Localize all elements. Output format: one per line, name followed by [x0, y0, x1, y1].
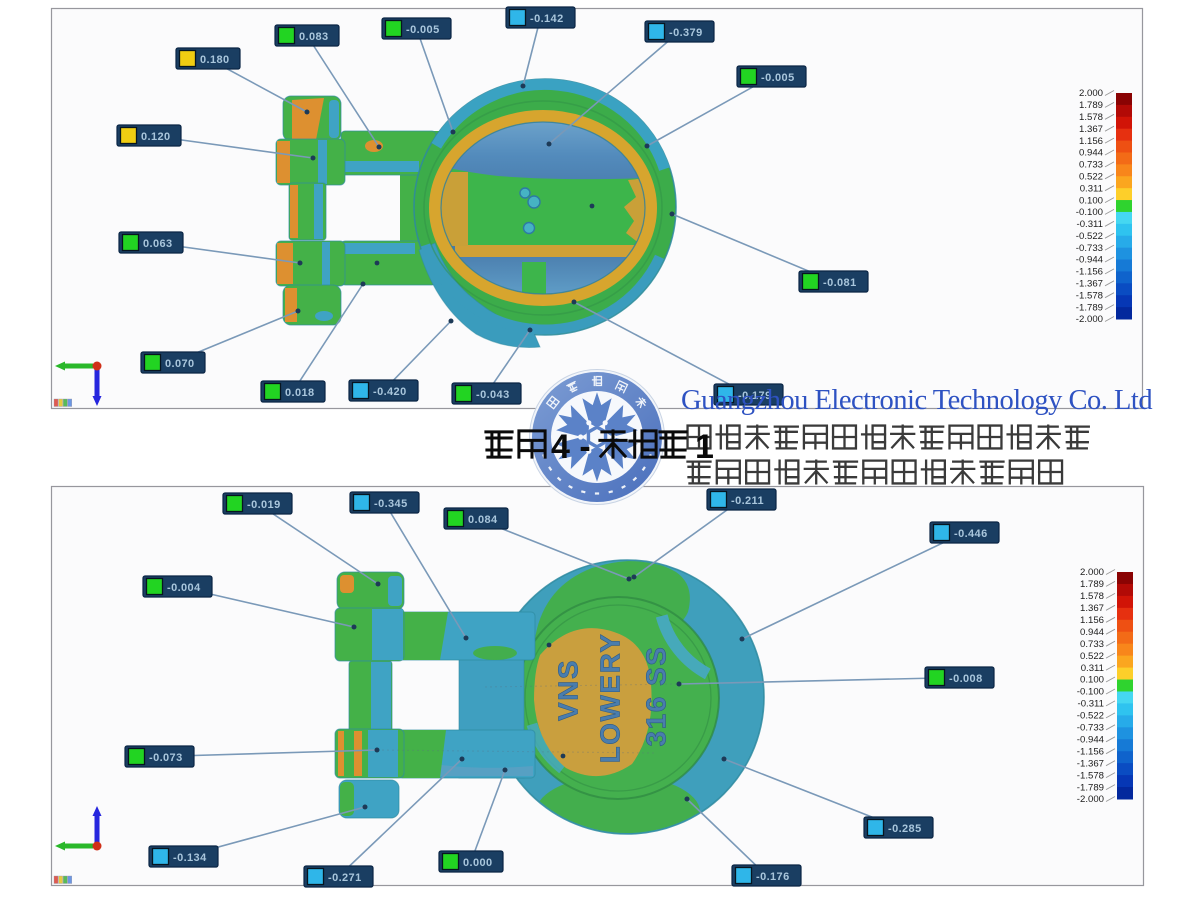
svg-text:4 -: 4 -	[551, 428, 591, 466]
svg-text:0.522: 0.522	[1079, 172, 1103, 183]
svg-text:-0.285: -0.285	[888, 823, 922, 835]
svg-text:-0.733: -0.733	[1076, 243, 1103, 254]
svg-text:-0.379: -0.379	[669, 27, 703, 39]
svg-text:-0.179: -0.179	[738, 390, 772, 402]
svg-text:-0.271: -0.271	[328, 872, 362, 884]
svg-text:2.000: 2.000	[1080, 567, 1104, 578]
svg-text:-1.156: -1.156	[1076, 267, 1103, 278]
svg-text:0.070: 0.070	[165, 358, 195, 370]
svg-text:LOWERY: LOWERY	[594, 633, 625, 764]
svg-text:VNS: VNS	[552, 659, 583, 721]
svg-text:Guangzhou Electronic Technolog: Guangzhou Electronic Technology Co. Ltd	[681, 385, 1152, 416]
svg-text:1: 1	[695, 428, 714, 466]
svg-text:-0.073: -0.073	[149, 752, 183, 764]
svg-text:-0.176: -0.176	[756, 871, 790, 883]
svg-text:0.120: 0.120	[141, 131, 171, 143]
svg-text:-0.081: -0.081	[823, 277, 857, 289]
svg-text:0.083: 0.083	[299, 31, 329, 43]
svg-text:-0.420: -0.420	[373, 386, 407, 398]
svg-text:0.944: 0.944	[1080, 627, 1105, 638]
svg-text:1.156: 1.156	[1080, 615, 1104, 626]
svg-text:-0.311: -0.311	[1077, 219, 1104, 230]
svg-text:1.789: 1.789	[1079, 100, 1103, 111]
svg-text:-0.522: -0.522	[1076, 231, 1103, 242]
svg-text:-0.008: -0.008	[949, 673, 983, 685]
svg-text:-0.043: -0.043	[476, 389, 510, 401]
svg-text:0.084: 0.084	[468, 514, 498, 526]
svg-text:-1.367: -1.367	[1076, 279, 1103, 290]
svg-text:-0.211: -0.211	[731, 495, 764, 507]
svg-text:0.100: 0.100	[1080, 675, 1104, 686]
svg-text:1.156: 1.156	[1079, 136, 1103, 147]
svg-text:0.100: 0.100	[1079, 195, 1103, 206]
svg-text:-1.367: -1.367	[1077, 758, 1104, 769]
svg-text:0.180: 0.180	[200, 54, 230, 66]
svg-text:1.578: 1.578	[1080, 591, 1104, 602]
svg-text:-0.944: -0.944	[1077, 735, 1105, 746]
svg-text:-0.446: -0.446	[954, 528, 988, 540]
svg-text:-0.004: -0.004	[167, 582, 201, 594]
svg-text:-0.019: -0.019	[247, 499, 281, 511]
svg-text:0.311: 0.311	[1081, 663, 1104, 674]
svg-text:-1.578: -1.578	[1076, 290, 1103, 301]
svg-text:0.733: 0.733	[1079, 160, 1103, 171]
svg-text:-0.733: -0.733	[1077, 723, 1104, 734]
svg-text:-0.522: -0.522	[1077, 711, 1104, 722]
svg-text:-0.005: -0.005	[761, 72, 795, 84]
svg-text:-2.000: -2.000	[1077, 794, 1104, 805]
svg-text:1.578: 1.578	[1079, 112, 1103, 123]
svg-text:-0.944: -0.944	[1076, 255, 1104, 266]
svg-text:-1.578: -1.578	[1077, 770, 1104, 781]
svg-text:0.000: 0.000	[463, 857, 493, 869]
svg-text:0.733: 0.733	[1080, 639, 1104, 650]
svg-text:-0.142: -0.142	[530, 13, 564, 25]
svg-text:316 SS: 316 SS	[640, 646, 671, 747]
svg-text:-2.000: -2.000	[1076, 314, 1103, 325]
svg-text:-0.100: -0.100	[1077, 687, 1104, 698]
svg-text:0.311: 0.311	[1080, 183, 1103, 194]
svg-text:0.944: 0.944	[1079, 148, 1104, 159]
svg-text:-0.345: -0.345	[374, 498, 408, 510]
svg-text:-0.100: -0.100	[1076, 207, 1103, 218]
svg-text:1.367: 1.367	[1079, 124, 1103, 135]
svg-text:1.367: 1.367	[1080, 603, 1104, 614]
svg-text:-0.311: -0.311	[1078, 699, 1105, 710]
svg-text:1.789: 1.789	[1080, 579, 1104, 590]
svg-text:0.018: 0.018	[285, 387, 315, 399]
svg-text:0.063: 0.063	[143, 238, 173, 250]
svg-text:-1.156: -1.156	[1077, 746, 1104, 757]
svg-text:-0.134: -0.134	[173, 852, 207, 864]
svg-text:-1.789: -1.789	[1076, 302, 1103, 313]
svg-text:-1.789: -1.789	[1077, 782, 1104, 793]
svg-text:0.522: 0.522	[1080, 651, 1104, 662]
svg-text:-0.005: -0.005	[406, 24, 440, 36]
svg-text:2.000: 2.000	[1079, 88, 1103, 99]
